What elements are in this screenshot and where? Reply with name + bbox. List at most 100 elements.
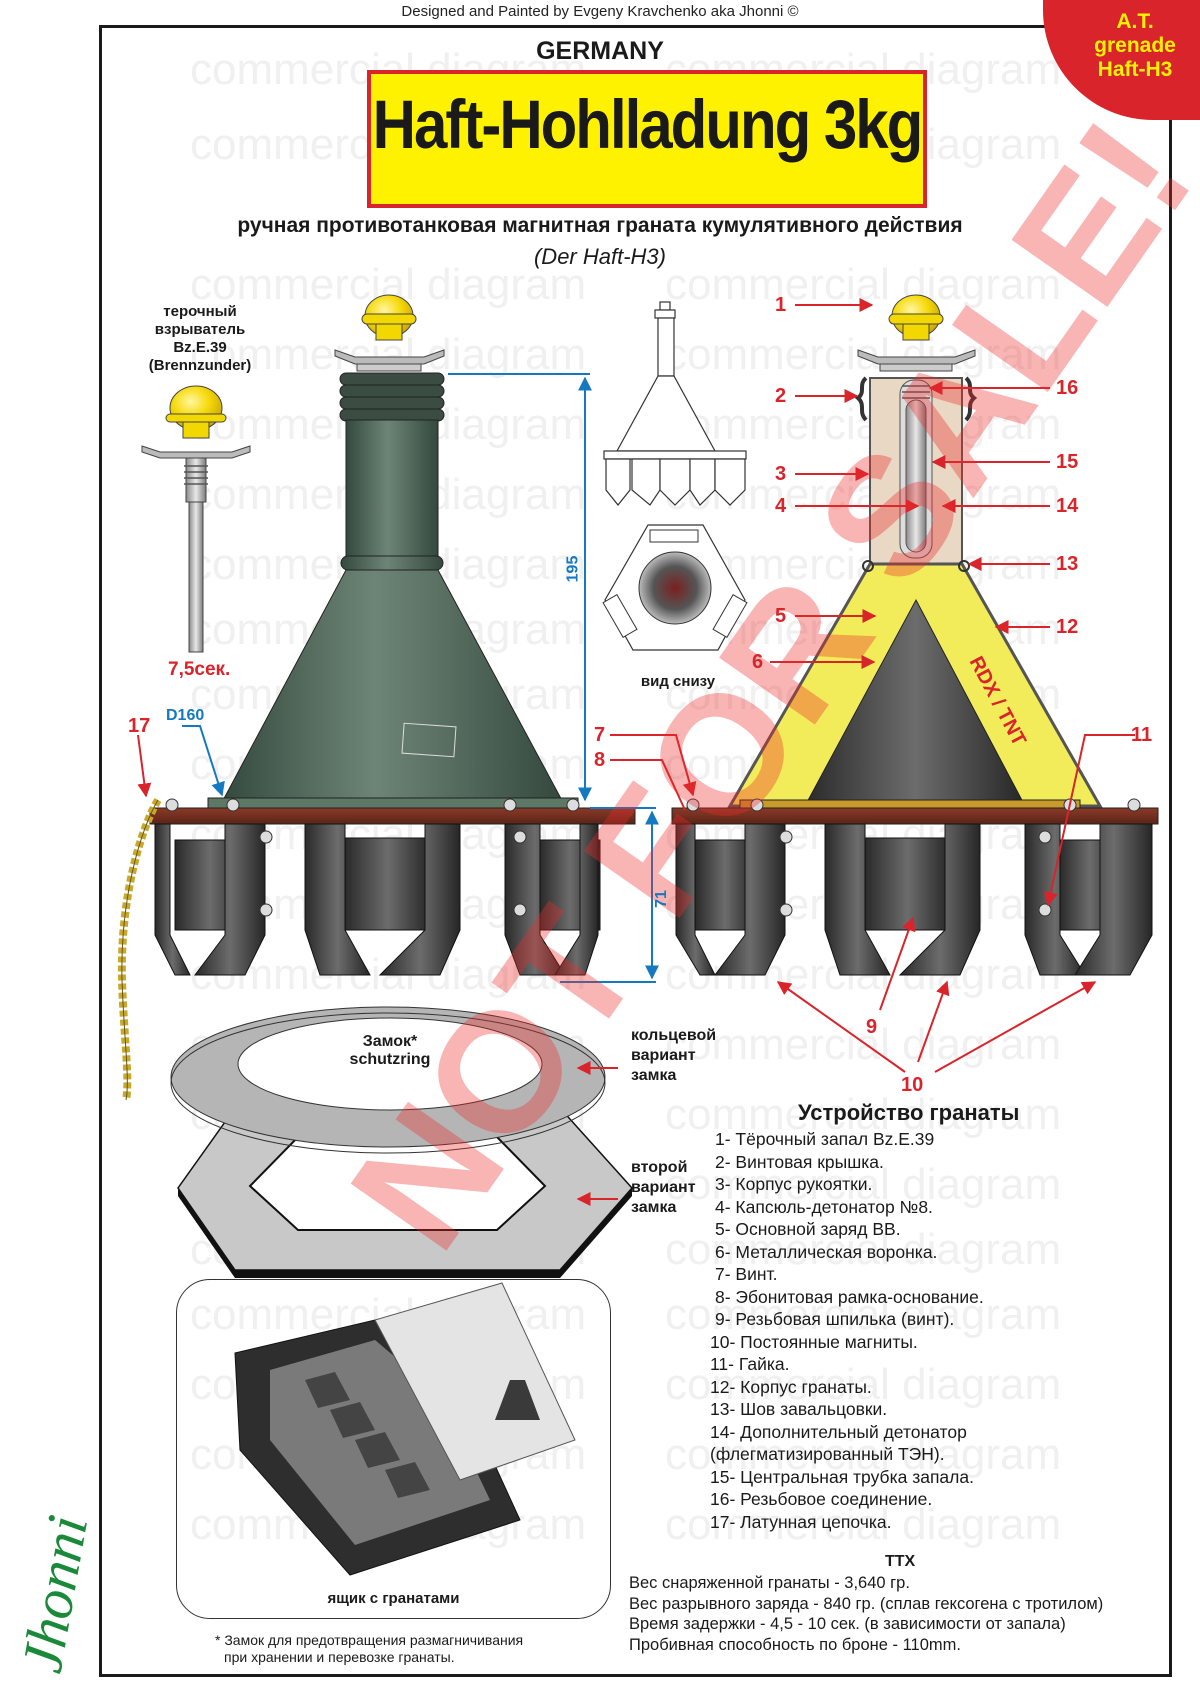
author-signature: Jhonni [9, 1511, 90, 1678]
legend-item: 2- Винтовая крышка. [715, 1151, 884, 1172]
callout-6: 6 [752, 651, 764, 673]
callout-8: 8 [594, 749, 606, 771]
callout-arrows [137, 298, 1135, 1073]
callout-14: 14 [1056, 495, 1079, 517]
grenade-cross-section [671, 294, 1159, 976]
lock-arrows [576, 1061, 618, 1206]
second-variant-line: второй [631, 1159, 688, 1176]
legend-item: 11- Гайка. [710, 1354, 790, 1374]
watermark-text: commercial diagram [665, 1225, 1062, 1274]
second-variant-label: второй вариант замка [631, 1158, 696, 1218]
corner-badge-text: A.T. grenade Haft-H3 [1070, 10, 1200, 82]
footnote-line: * Замок для предотвращения размагничиван… [215, 1632, 524, 1648]
legend-item: 13- Шов завальцовки. [710, 1399, 888, 1419]
lock-ring-drawing [170, 1006, 634, 1278]
callout-9: 9 [866, 1016, 878, 1038]
legend-item: 10- Постоянные магниты. [710, 1331, 918, 1352]
callout-4: 4 [775, 495, 787, 517]
legend-item: 7- Винт. [715, 1264, 778, 1284]
subtitle-alt: (Der Haft-H3) [533, 244, 666, 269]
page-title: Haft-Hohlladung 3kg [372, 85, 924, 164]
callout-10: 10 [901, 1074, 924, 1096]
lock-label-ru: Замок* [362, 1033, 418, 1050]
fuze-label-line: Bz.E.39 [173, 339, 227, 356]
legend-item: 5- Основной заряд ВВ. [715, 1219, 901, 1239]
second-variant-line: вариант [631, 1179, 696, 1196]
legend-item: (флегматизированный ТЭН). [710, 1444, 945, 1464]
fuze-label-line: терочный [163, 303, 237, 320]
spec-line: Вес разрывного заряда - 840 гр. (сплав г… [629, 1594, 1104, 1613]
legend-item: 17- Латунная цепочка. [710, 1511, 892, 1532]
svg-text:Jhonni: Jhonni [9, 1511, 90, 1678]
subtitle: ручная противотанковая магнитная граната… [237, 214, 963, 237]
badge-line: Haft-H3 [1097, 58, 1173, 81]
crate-caption: ящик с гранатами [327, 1590, 460, 1607]
dimension-lines [182, 373, 659, 983]
callout-7: 7 [594, 724, 606, 746]
crate-frame [176, 1279, 611, 1619]
legend-item: 3- Корпус рукоятки. [715, 1174, 873, 1194]
footnote-line: при хранении и перевозке гранаты. [224, 1649, 455, 1665]
legend-item: 15- Центральная трубка запала. [710, 1466, 974, 1487]
watermark-text: commercial diagram [665, 1500, 1062, 1549]
crate-photo [234, 1282, 576, 1576]
legend-item: 6- Металлическая воронка. [715, 1241, 938, 1262]
lock-label-de: schutzring [349, 1051, 431, 1068]
fuze-drawing [141, 385, 251, 653]
watermark-text: commercial diagram [665, 1290, 1062, 1339]
country-label: GERMANY [536, 37, 664, 65]
callout-17: 17 [128, 715, 151, 737]
legend-item: 12- Корпус гранаты. [710, 1376, 872, 1397]
fuze-label: терочный взрыватель Bz.E.39 (Brennzunder… [140, 303, 260, 375]
callout-3: 3 [775, 463, 787, 485]
ring-variant-line: замка [631, 1067, 677, 1084]
callout-1: 1 [775, 294, 787, 316]
specs-list: Вес снаряженной гранаты - 3,640 гр. Вес р… [629, 1573, 1103, 1655]
watermark-text: commercial diagram [665, 1020, 1062, 1069]
callout-15: 15 [1056, 451, 1079, 473]
callout-16: 16 [1056, 377, 1079, 399]
ring-variant-label: кольцевой вариант замка [631, 1026, 716, 1086]
badge-line: A.T. [1116, 10, 1154, 33]
diameter-label: D160 [166, 707, 205, 724]
legend-list: 1- Тёрочный запал Bz.E.39 2- Винтовая кр… [710, 1128, 984, 1533]
callout-12: 12 [1056, 616, 1079, 638]
legend-item: 9- Резьбовая шпилька (винт). [715, 1309, 955, 1329]
callout-11: 11 [1131, 724, 1153, 746]
ring-variant-line: кольцевой [631, 1027, 717, 1044]
footnote: * Замок для предотвращения размагничиван… [215, 1632, 523, 1666]
watermark-text: commercial diagram [665, 1160, 1062, 1209]
author-credit: Designed and Painted by Evgeny Kravchenk… [401, 3, 799, 20]
callout-5: 5 [775, 605, 787, 627]
watermark-text: commercial diagram [665, 1430, 1062, 1479]
height-base-label: 71 [652, 890, 670, 908]
spec-line: Время задержки - 4,5 - 10 сек. (в зависи… [629, 1615, 1066, 1633]
watermark-text: commercial diagram [665, 1360, 1062, 1409]
specs-title: ТТХ [885, 1553, 916, 1570]
grenade-exterior [117, 294, 636, 1101]
bottom-view-label: вид снизу [640, 673, 716, 690]
second-variant-line: замка [631, 1199, 677, 1216]
callout-2: 2 [775, 385, 787, 407]
legend-item: 8- Эбонитовая рамка-основание. [715, 1286, 984, 1307]
fuze-delay: 7,5сек. [168, 659, 231, 680]
ring-variant-line: вариант [631, 1047, 696, 1064]
poster-frame [99, 25, 1172, 1677]
legend-item: 16- Резьбовое соединение. [710, 1489, 933, 1509]
fuze-label-line: взрыватель [154, 321, 246, 338]
bottom-view-drawing [602, 524, 748, 651]
spec-line: Вес снаряженной гранаты - 3,640 гр. [629, 1574, 910, 1592]
legend-item: 1- Тёрочный запал Bz.E.39 [715, 1129, 935, 1149]
lock-label: Замок* schutzring [340, 1033, 440, 1069]
badge-line: grenade [1094, 34, 1176, 57]
legend-item: 14- Дополнительный детонатор [710, 1421, 967, 1442]
legend-title: Устройство гранаты [798, 1100, 1020, 1125]
callout-13: 13 [1056, 553, 1079, 575]
watermark-text: commercial diagram [665, 1090, 1062, 1139]
legend-item: 4- Капсюль-детонатор №8. [715, 1196, 933, 1217]
title-box [367, 70, 927, 208]
height-total-label: 195 [564, 555, 582, 583]
outline-side-view [603, 301, 747, 506]
spec-line: Пробивная способность по броне - 110mm. [629, 1635, 961, 1654]
